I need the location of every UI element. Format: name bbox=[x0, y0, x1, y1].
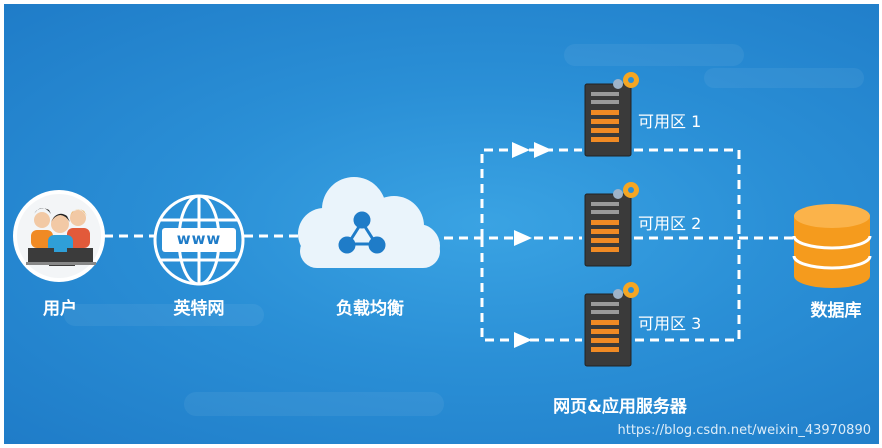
load-balancer-icon bbox=[338, 211, 386, 254]
load-balancer-label: 负载均衡 bbox=[336, 299, 404, 319]
user-group-icon bbox=[13, 190, 105, 282]
www-badge-label: www bbox=[176, 230, 222, 248]
gear-icon bbox=[613, 289, 623, 299]
watermark: https://blog.csdn.net/weixin_43970890 bbox=[617, 423, 871, 438]
arrow-right-icon bbox=[512, 142, 530, 158]
background-streak bbox=[704, 68, 864, 88]
user-label: 用户 bbox=[43, 299, 77, 319]
database-label: 数据库 bbox=[810, 301, 862, 321]
connector-lb-server3 bbox=[480, 238, 582, 342]
background-streak bbox=[64, 304, 264, 326]
server-icon-2 bbox=[584, 182, 639, 267]
connector-lb-server1 bbox=[480, 148, 582, 238]
www-badge bbox=[162, 228, 236, 252]
zone-label-3: 可用区 3 bbox=[638, 314, 702, 333]
arrows bbox=[512, 142, 552, 348]
diagram-canvas: www 用户 英特网 负载均衡 网页&应用服务器 数据库 可用区 1 可用区 2… bbox=[4, 4, 879, 444]
internet-label: 英特网 bbox=[173, 299, 225, 319]
arrow-right-icon bbox=[514, 332, 532, 348]
gear-icon bbox=[613, 79, 623, 89]
connector-servers-bus bbox=[634, 148, 741, 342]
background-streak bbox=[564, 44, 744, 66]
background-streak bbox=[184, 392, 444, 416]
server-icon-3 bbox=[584, 282, 639, 367]
arrow-right-icon bbox=[514, 230, 532, 246]
zone-label-1: 可用区 1 bbox=[638, 112, 702, 131]
server-icon-1 bbox=[584, 72, 639, 157]
zone-label-2: 可用区 2 bbox=[638, 214, 702, 233]
arrow-right-icon bbox=[534, 142, 552, 158]
gear-icon bbox=[613, 189, 623, 199]
database-icon bbox=[792, 204, 872, 288]
server-group-label: 网页&应用服务器 bbox=[553, 397, 687, 417]
architecture-diagram bbox=[13, 72, 872, 367]
